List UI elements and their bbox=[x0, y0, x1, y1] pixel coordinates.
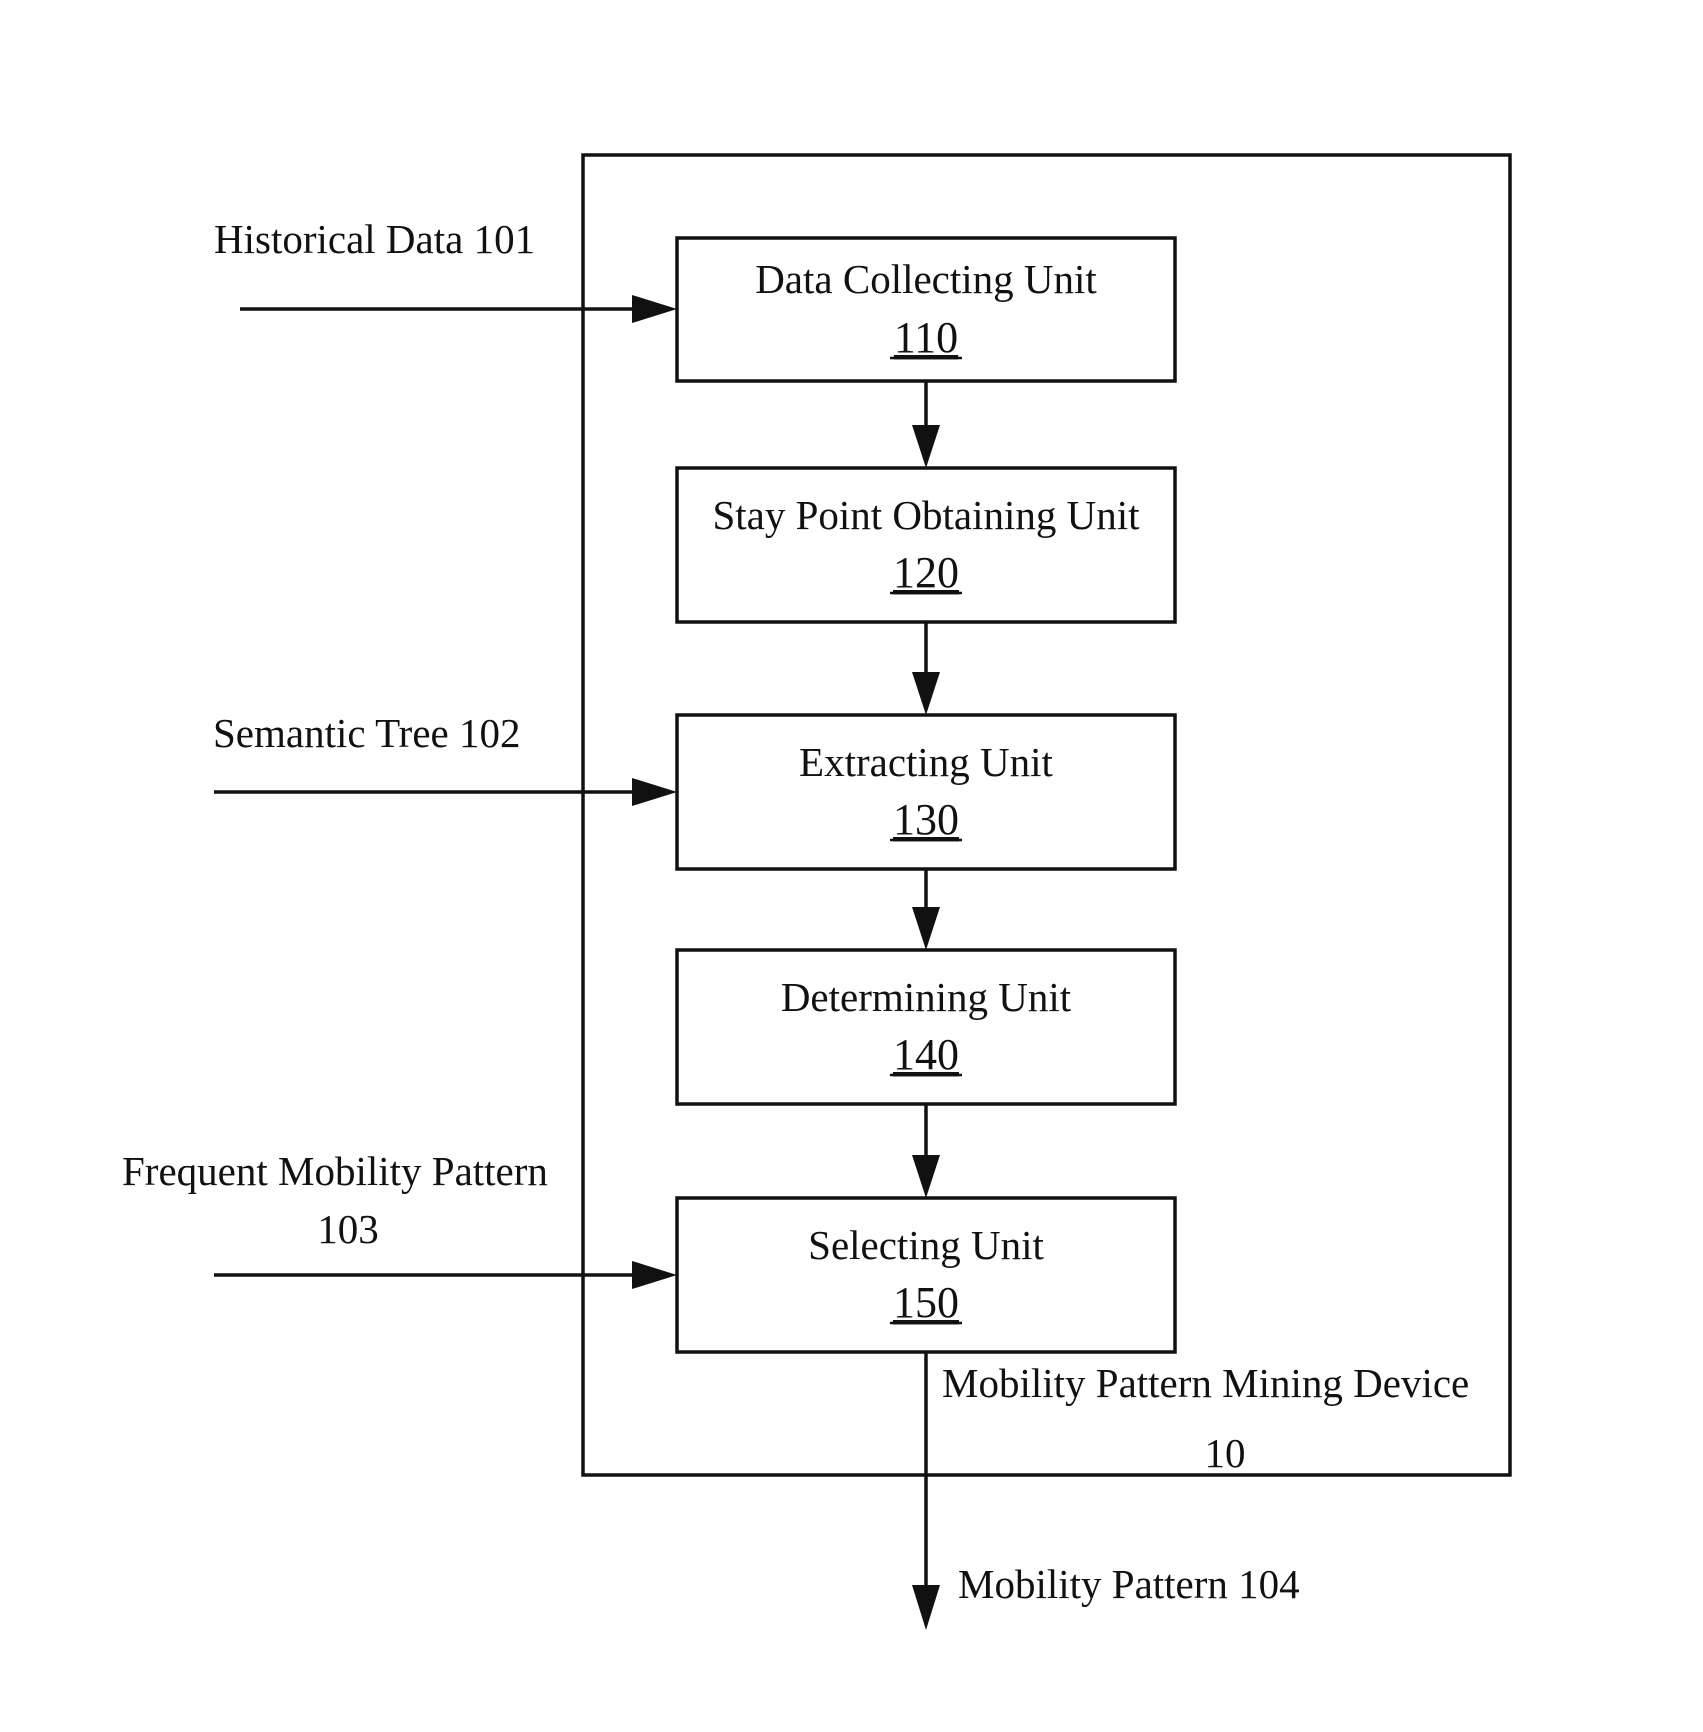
input-label-historical-data: Historical Data 101 bbox=[214, 216, 535, 262]
unit-number-selecting: 150 bbox=[893, 1278, 959, 1327]
arrowhead-right bbox=[632, 1261, 677, 1289]
unit-label-extracting: Extracting Unit bbox=[799, 739, 1054, 785]
arrowhead-right bbox=[632, 295, 677, 323]
unit-label-data-collecting: Data Collecting Unit bbox=[755, 256, 1097, 302]
unit-number-extracting: 130 bbox=[893, 795, 959, 844]
unit-label-stay-point-obtaining: Stay Point Obtaining Unit bbox=[712, 492, 1140, 538]
device-number: 10 bbox=[1205, 1430, 1246, 1476]
unit-number-stay-point-obtaining: 120 bbox=[893, 548, 959, 597]
device-label: Mobility Pattern Mining Device bbox=[942, 1360, 1469, 1406]
output-label: Mobility Pattern 104 bbox=[958, 1561, 1300, 1607]
input-label-semantic-tree: Semantic Tree 102 bbox=[213, 710, 520, 756]
unit-label-determining: Determining Unit bbox=[781, 974, 1072, 1020]
arrowhead-right bbox=[632, 778, 677, 806]
input-label-frequent-mobility-pattern-number: 103 bbox=[317, 1206, 379, 1252]
input-label-frequent-mobility-pattern: Frequent Mobility Pattern bbox=[122, 1148, 548, 1194]
arrowhead-down bbox=[912, 672, 940, 715]
unit-number-data-collecting: 110 bbox=[894, 313, 958, 362]
arrowhead-down bbox=[912, 907, 940, 950]
unit-number-determining: 140 bbox=[893, 1030, 959, 1079]
unit-label-selecting: Selecting Unit bbox=[808, 1222, 1044, 1268]
arrowhead-down bbox=[912, 425, 940, 468]
arrowhead-down bbox=[912, 1155, 940, 1198]
arrowhead-down bbox=[912, 1585, 940, 1630]
